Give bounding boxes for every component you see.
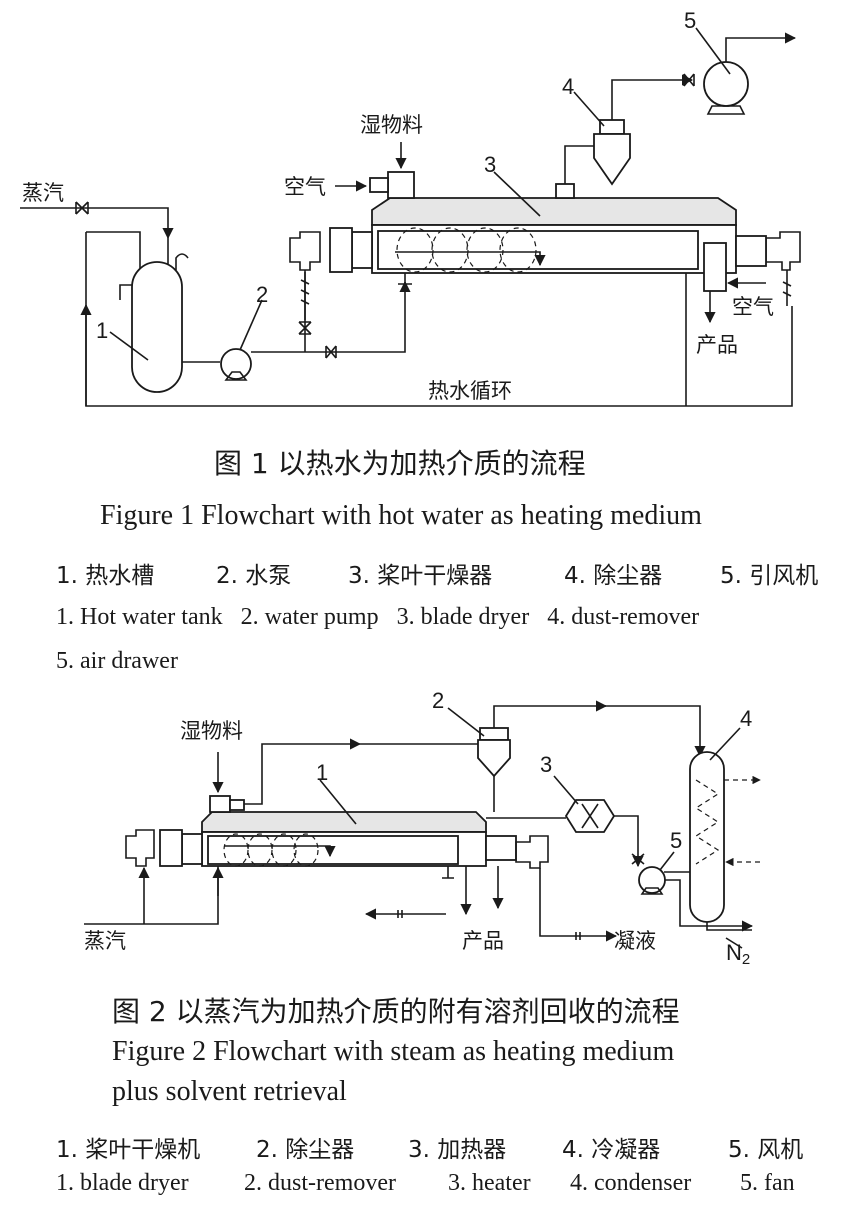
num-2-2: 2 [432, 688, 444, 713]
label-hot-water-cycle: 热水循环 [428, 379, 512, 403]
num-2: 2 [256, 282, 268, 307]
legend-item: 5. fan [740, 1170, 795, 1196]
label-product: 产品 [696, 333, 738, 357]
label-wet-material: 湿物料 [360, 113, 423, 137]
legend-item: 1. 桨叶干燥机 [56, 1137, 201, 1163]
legend-item: 4. 除尘器 [564, 563, 663, 589]
blade-dryer-2 [201, 811, 487, 833]
legend-item: 2. 水泵 [216, 563, 292, 589]
legend-item: 5. 引风机 [720, 563, 819, 589]
label-air-out: 空气 [732, 295, 774, 319]
figure1-caption-cn: 图 1 以热水为加热介质的流程 [214, 447, 586, 480]
dust-remover-2 [479, 727, 509, 741]
legend-item: 4. 冷凝器 [562, 1137, 661, 1163]
num-2-1: 1 [316, 760, 328, 785]
legend-item: 2. dust-remover [244, 1170, 396, 1196]
figure1-caption-en: Figure 1 Flowchart with hot water as hea… [100, 500, 702, 531]
num-3: 3 [484, 152, 496, 177]
figure1-diagram: 蒸汽 湿物料 空气 空气 产品 热水循环 1 2 3 4 5 [20, 8, 801, 407]
num-2-3: 3 [540, 752, 552, 777]
num-2-4: 4 [740, 706, 752, 731]
label-condensate: 凝液 [614, 929, 656, 953]
label-steam-2: 蒸汽 [84, 929, 126, 953]
figure2-diagram: 湿物料 蒸汽 产品 凝液 N2 1 2 3 4 5 [84, 688, 761, 968]
legend-item: 2. 除尘器 [256, 1137, 355, 1163]
label-nitrogen-main: N [726, 940, 742, 965]
legend-item: 5. 风机 [728, 1137, 804, 1163]
label-wet-material-2: 湿物料 [180, 719, 243, 743]
label-product-2: 产品 [462, 929, 504, 953]
figure1-legend-en-line2: 5. air drawer [56, 648, 178, 674]
figure1-legend-en-line1: 1. Hot water tank 2. water pump 3. blade… [56, 604, 700, 630]
legend-item: 4. condenser [570, 1170, 692, 1196]
figure2-caption-en-line1: Figure 2 Flowchart with steam as heating… [112, 1036, 675, 1067]
label-nitrogen-sub: 2 [742, 951, 750, 968]
label-air-in: 空气 [284, 175, 326, 199]
steam-valve [75, 201, 89, 215]
num-4: 4 [562, 74, 574, 99]
hot-water-tank [131, 261, 183, 393]
legend-item: 3. 加热器 [408, 1137, 507, 1163]
label-steam: 蒸汽 [22, 181, 64, 205]
num-5: 5 [684, 8, 696, 33]
blade-dryer [371, 197, 737, 226]
water-pump [220, 348, 252, 380]
figure2-caption-cn: 图 2 以蒸汽为加热介质的附有溶剂回收的流程 [112, 995, 680, 1028]
steam-inlet-line [20, 207, 174, 240]
figure2-caption-en-line2: plus solvent retrieval [112, 1076, 347, 1107]
condenser [689, 751, 725, 923]
label-nitrogen: N2 [726, 940, 750, 968]
dust-remover [599, 119, 625, 135]
legend-item: 1. blade dryer [56, 1170, 189, 1196]
num-1: 1 [96, 318, 108, 343]
fan [638, 866, 666, 894]
legend-item: 1. 热水槽 [56, 563, 155, 589]
legend-item: 3. heater [448, 1170, 531, 1196]
num-2-5: 5 [670, 828, 682, 853]
legend-item: 3. 桨叶干燥器 [348, 563, 493, 589]
